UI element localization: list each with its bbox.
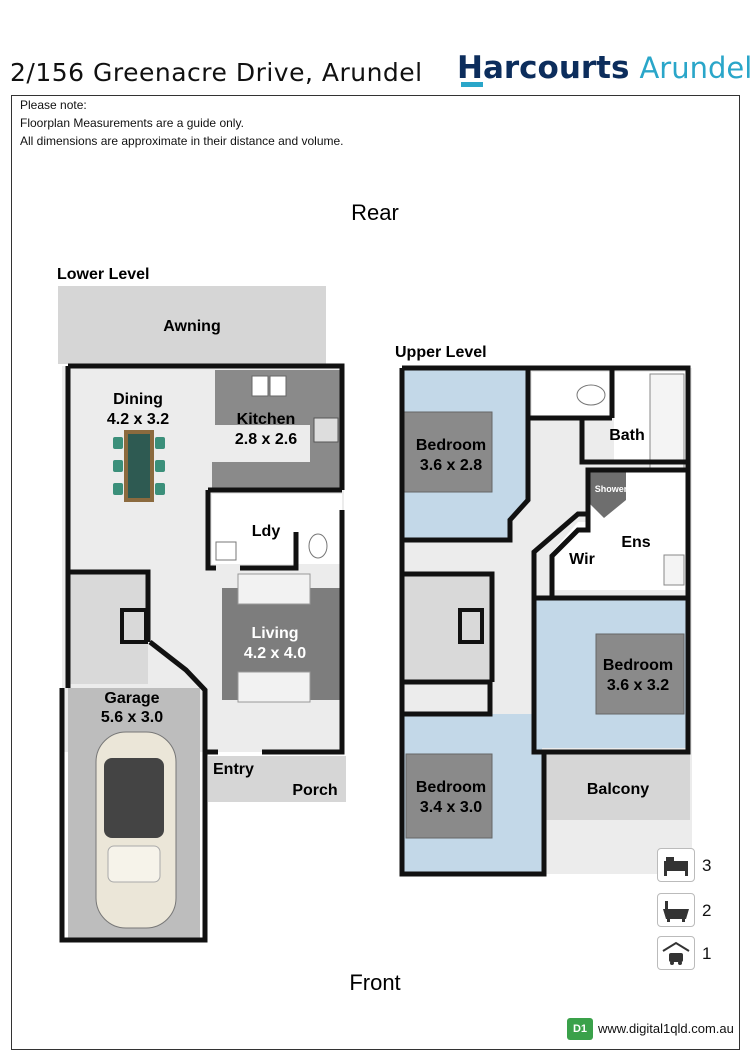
living-size: 4.2 x 4.0 bbox=[244, 645, 306, 662]
laundry-label: Ldy bbox=[252, 523, 281, 540]
kitchen-counter bbox=[212, 370, 340, 490]
sofa-icon bbox=[237, 671, 311, 703]
laundry-tub-icon bbox=[215, 541, 237, 561]
porch-area bbox=[208, 756, 346, 802]
upper-walls bbox=[399, 365, 691, 877]
agency-logo: Harcourts Arundel bbox=[457, 50, 750, 90]
dining-chairs bbox=[113, 437, 165, 495]
note-heading: Please note: bbox=[20, 98, 87, 112]
garage-size: 5.6 x 3.0 bbox=[101, 709, 163, 726]
note-line-1: Floorplan Measurements are a guide only. bbox=[20, 116, 244, 130]
bedroom-1-name: Bedroom bbox=[416, 437, 486, 454]
stairs-lower bbox=[66, 572, 148, 684]
vanity-icon bbox=[663, 554, 685, 586]
sink-icon bbox=[269, 375, 287, 397]
shower-area bbox=[586, 470, 626, 518]
awning-label: Awning bbox=[163, 318, 220, 335]
stair-void bbox=[458, 608, 484, 644]
ensuite-label: Ens bbox=[621, 534, 650, 551]
brand-underline bbox=[461, 82, 483, 87]
living-name: Living bbox=[251, 625, 298, 642]
floorplan-frame bbox=[11, 95, 740, 1050]
lower-level-title: Lower Level bbox=[57, 266, 149, 283]
balcony-area bbox=[544, 754, 690, 820]
garage-name: Garage bbox=[104, 690, 159, 707]
dining-table-icon bbox=[124, 430, 154, 502]
garage-car-icon bbox=[657, 936, 695, 970]
bedroom-3-size: 3.4 x 3.0 bbox=[420, 799, 482, 816]
bath-label: Bath bbox=[609, 427, 645, 444]
bathroom-count: 2 bbox=[702, 901, 712, 920]
stairs-upper bbox=[404, 574, 492, 682]
entry-label: Entry bbox=[213, 761, 254, 778]
shower-label: Shower bbox=[595, 484, 628, 494]
kitchen-name: Kitchen bbox=[237, 411, 296, 428]
digital1-logo: D1 bbox=[567, 1018, 593, 1040]
bedroom-2-size: 3.6 x 3.2 bbox=[607, 677, 669, 694]
property-address: 2/156 Greenacre Drive, Arundel bbox=[10, 58, 423, 87]
bed-icon bbox=[403, 411, 493, 493]
rear-label: Rear bbox=[351, 200, 399, 225]
toilet-icon bbox=[576, 384, 606, 406]
lower-walls bbox=[59, 363, 345, 943]
footer-url[interactable]: www.digital1qld.com.au bbox=[598, 1021, 734, 1036]
bedroom-3-name: Bedroom bbox=[416, 779, 486, 796]
bedroom-1-size: 3.6 x 2.8 bbox=[420, 457, 482, 474]
garage-count: 1 bbox=[702, 944, 712, 963]
brand-suffix: Arundel bbox=[639, 51, 750, 85]
bed-icon bbox=[657, 848, 695, 882]
porch-label: Porch bbox=[292, 782, 337, 799]
front-label: Front bbox=[349, 970, 400, 995]
upper-level-title: Upper Level bbox=[395, 344, 487, 361]
bed-icon bbox=[405, 753, 493, 839]
balcony-label: Balcony bbox=[587, 781, 649, 798]
bed-icon bbox=[595, 633, 685, 715]
dining-size: 4.2 x 3.2 bbox=[107, 411, 169, 428]
bedroom-count: 3 bbox=[702, 856, 712, 875]
sofa-icon bbox=[237, 573, 311, 605]
toilet-icon bbox=[308, 533, 328, 559]
bedroom-2-name: Bedroom bbox=[603, 657, 673, 674]
car-icon bbox=[95, 731, 177, 929]
sink-icon bbox=[251, 375, 269, 397]
dining-name: Dining bbox=[113, 391, 163, 408]
bathtub-icon bbox=[657, 893, 695, 927]
cooktop-icon bbox=[313, 417, 339, 443]
wir-room bbox=[552, 522, 596, 590]
bathtub-icon bbox=[649, 373, 685, 475]
brand-name: Harcourts bbox=[457, 50, 630, 86]
wir-label: Wir bbox=[569, 551, 595, 568]
note-line-2: All dimensions are approximate in their … bbox=[20, 134, 344, 148]
kitchen-size: 2.8 x 2.6 bbox=[235, 431, 297, 448]
awning-area bbox=[58, 286, 326, 364]
